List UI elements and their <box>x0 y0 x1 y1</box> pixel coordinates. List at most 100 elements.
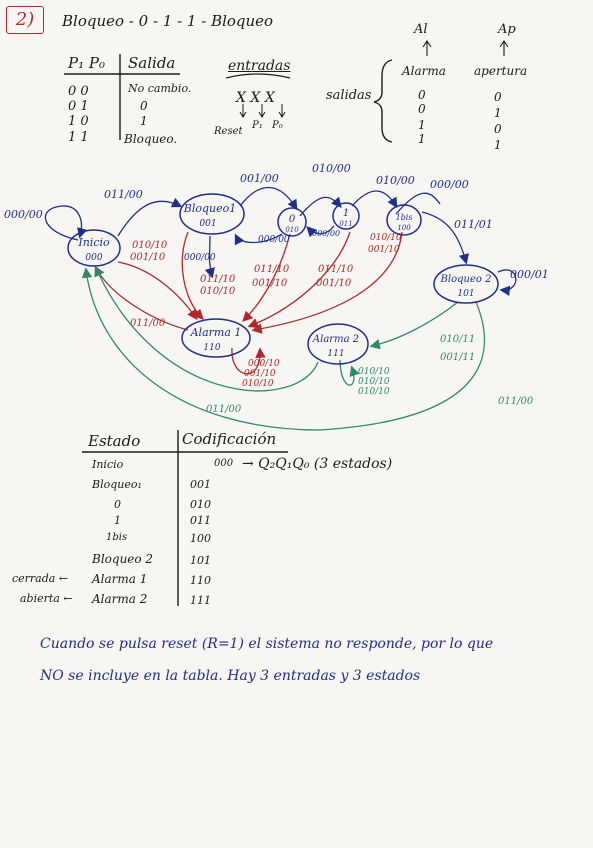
al-value: 0 <box>418 88 426 102</box>
state-name: 0 <box>289 214 296 225</box>
coding-code: 100 <box>190 532 211 545</box>
page-title: Bloqueo - 0 - 1 - 1 - Bloqueo <box>62 12 274 30</box>
transition-label: 000/00 <box>184 253 216 263</box>
transition-label: 010/00 <box>312 162 351 175</box>
ap-value: 1 <box>494 138 502 152</box>
coding-side-note: cerrada ← <box>12 572 69 585</box>
transition-label: 000/00 <box>258 235 290 245</box>
coding-state: 1bis <box>106 532 128 543</box>
row-inputs: 0 1 <box>68 99 89 114</box>
coding-state: Alarma 2 <box>92 592 148 606</box>
row-inputs: 0 0 <box>68 84 89 99</box>
state-code: 101 <box>457 289 474 299</box>
p1-label: P₁ <box>252 120 263 131</box>
transition-label: 010/10 <box>200 286 236 297</box>
al-value: 1 <box>418 118 426 132</box>
entradas-label: entradas <box>228 58 291 74</box>
row-output: 0 <box>140 99 148 113</box>
transition-label: 000/00 <box>4 208 43 221</box>
coding-code: 000 <box>214 458 234 469</box>
output-header: Salida <box>128 54 176 72</box>
codificacion-header: Codificación <box>182 430 277 448</box>
transition-label: 010/10 <box>358 367 390 377</box>
transition-label: 001/10 <box>316 278 352 289</box>
coding-state: 0 <box>114 498 121 511</box>
footer-line: NO se incluye en la tabla. Hay 3 entrada… <box>40 668 421 684</box>
transition-label: 010/10 <box>358 377 390 387</box>
transition-label: 011/10 <box>200 274 236 285</box>
state-name: Bloqueo1 <box>183 202 236 215</box>
reset-label: Reset <box>214 126 243 137</box>
transition-label: 011/00 <box>498 396 534 407</box>
footer-line: Cuando se pulsa reset (R=1) el sistema n… <box>40 636 494 652</box>
transition-label: 001/10 <box>368 245 400 255</box>
state-name: Alarma 2 <box>312 334 359 345</box>
ap-header: Ap <box>498 22 516 37</box>
problem-number: 2) <box>6 6 44 34</box>
state-name: Inicio <box>77 236 110 249</box>
ap-value: 0 <box>494 122 502 136</box>
transition-label: 001/11 <box>440 352 475 363</box>
al-value: 1 <box>418 132 426 146</box>
row-output: Bloqueo. <box>124 132 178 146</box>
coding-state: Bloqueo₁ <box>92 478 142 491</box>
alarma-label: Alarma <box>402 64 446 78</box>
coding-code: 110 <box>190 574 211 587</box>
row-output: 1 <box>140 114 148 128</box>
state-code: 110 <box>203 343 220 353</box>
coding-side-note: abierta ← <box>20 592 73 605</box>
entradas-vars: X X X <box>236 90 275 106</box>
state-name: 1bis <box>396 213 413 222</box>
estado-header: Estado <box>88 432 141 450</box>
coding-code: 011 <box>190 514 211 527</box>
coding-note: → Q₂Q₁Q₀ (3 estados) <box>242 456 393 472</box>
transition-label: 010/11 <box>440 334 475 345</box>
transition-label: 001/00 <box>240 172 279 185</box>
al-value: 0 <box>418 102 426 116</box>
transition-label: 011/10 <box>254 264 290 275</box>
transition-label: 001/10 <box>252 278 288 289</box>
al-header: Al <box>414 22 428 37</box>
coding-code: 001 <box>190 478 211 491</box>
transition-label: 001/10 <box>244 369 276 379</box>
transition-label: 000/00 <box>430 178 469 191</box>
transition-label: 000/10 <box>248 359 280 369</box>
coding-state: Alarma 1 <box>92 572 148 586</box>
transition-label: 011/10 <box>318 264 354 275</box>
state-code: 111 <box>327 349 344 359</box>
state-code: 011 <box>339 220 352 228</box>
row-inputs: 1 0 <box>68 114 89 129</box>
coding-state: 1 <box>114 514 121 527</box>
transition-label: 011/01 <box>454 218 493 231</box>
transition-label: 000/00 <box>312 229 340 238</box>
coding-state: Inicio <box>92 458 124 471</box>
salidas-label: salidas <box>326 88 372 103</box>
transition-label: 001/10 <box>130 252 166 263</box>
state-name: Alarma 1 <box>190 326 242 339</box>
coding-code: 101 <box>190 554 211 567</box>
transition-label: 010/10 <box>242 379 274 389</box>
state-name: 1 <box>343 208 349 219</box>
transition-label: 010/10 <box>132 240 168 251</box>
transition-label: 011/00 <box>130 318 166 329</box>
coding-state: Bloqueo 2 <box>92 552 154 566</box>
state-code: 001 <box>199 219 216 229</box>
row-output: No cambio. <box>128 82 192 95</box>
coding-code: 111 <box>190 594 211 607</box>
transition-label: 010/10 <box>370 233 402 243</box>
row-inputs: 1 1 <box>68 130 89 145</box>
ap-value: 0 <box>494 90 502 104</box>
state-name: Bloqueo 2 <box>440 274 492 285</box>
transition-label: 010/00 <box>376 174 415 187</box>
transition-label: 000/01 <box>510 268 549 281</box>
apertura-label: apertura <box>474 64 528 78</box>
coding-code: 010 <box>190 498 211 511</box>
inputs-header: P₁ P₀ <box>68 54 105 72</box>
transition-label: 011/00 <box>206 404 242 415</box>
state-code: 010 <box>285 226 299 234</box>
transition-label: 010/10 <box>358 387 390 397</box>
